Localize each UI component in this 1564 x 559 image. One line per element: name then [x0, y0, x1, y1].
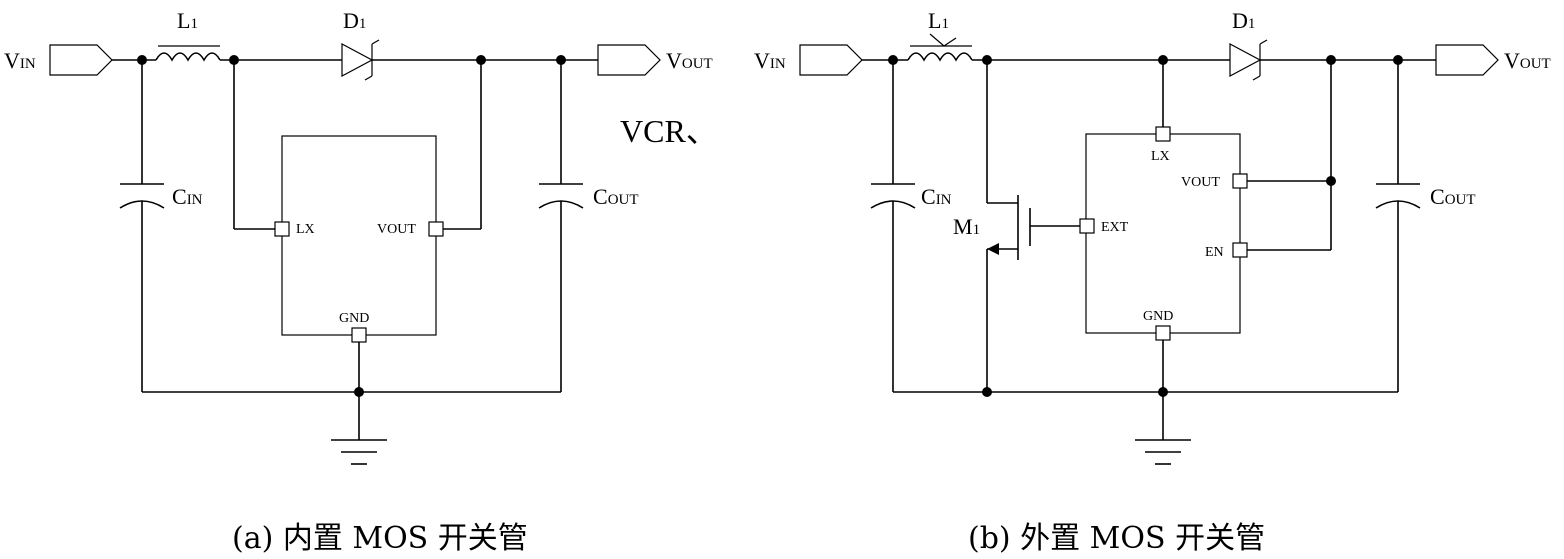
b-pin-en: [1232, 242, 1248, 258]
diagram-b: VIN L1 D1 VOUT CIN COUT: [754, 8, 1551, 465]
b-pin-vout: [1232, 173, 1248, 189]
caption-b: (b) 外置 MOS 开关管: [968, 521, 1265, 556]
b-pin-gnd: [1155, 325, 1171, 341]
b-ground-icon: [1135, 439, 1191, 465]
b-vout-label: VOUT: [1504, 48, 1551, 73]
b-pin-lx: [1155, 126, 1171, 142]
a-pin-lx-label: LX: [296, 222, 315, 237]
a-inductor: [155, 52, 221, 62]
b-pin-en-label: EN: [1205, 245, 1224, 260]
b-pin-ext: [1079, 218, 1095, 234]
b-mosfet-label: M1: [953, 214, 980, 239]
a-cout-label: COUT: [593, 184, 639, 209]
b-inductor: [907, 52, 973, 62]
b-pin-lx-label: LX: [1151, 149, 1170, 164]
b-inductor-label: L1: [928, 8, 949, 33]
b-diode: [1229, 43, 1262, 77]
a-vin-port: [49, 44, 113, 76]
b-pin-vout-label: VOUT: [1181, 175, 1220, 190]
a-diode-label: D1: [343, 8, 366, 33]
b-vout-port: [1435, 44, 1499, 76]
b-cin-label: CIN: [921, 184, 952, 209]
a-vout-label: VOUT: [666, 48, 713, 73]
b-vin-port: [799, 44, 863, 76]
caption-a: (a) 内置 MOS 开关管: [232, 521, 528, 556]
b-mosfet: [986, 60, 1080, 392]
a-vin-label: VIN: [4, 48, 36, 73]
b-diode-label: D1: [1232, 8, 1255, 33]
a-pin-gnd-label: GND: [339, 311, 369, 326]
a-pin-gnd: [351, 327, 367, 343]
a-cin-label: CIN: [172, 184, 203, 209]
stray-text: VCR、: [620, 113, 718, 149]
a-pin-vout-label: VOUT: [377, 222, 416, 237]
a-vout-port: [597, 44, 661, 76]
b-vin-label: VIN: [754, 48, 786, 73]
b-pin-gnd-label: GND: [1143, 309, 1173, 324]
b-pin-ext-label: EXT: [1101, 220, 1129, 235]
a-diode: [341, 43, 374, 77]
a-pin-lx: [274, 221, 290, 237]
a-ground-icon: [331, 439, 387, 465]
a-inductor-label: L1: [177, 8, 198, 33]
b-cout-label: COUT: [1430, 184, 1476, 209]
a-pin-vout: [428, 221, 444, 237]
diagram-a: VIN L1 D1 VOUT CIN COUT: [4, 8, 713, 465]
